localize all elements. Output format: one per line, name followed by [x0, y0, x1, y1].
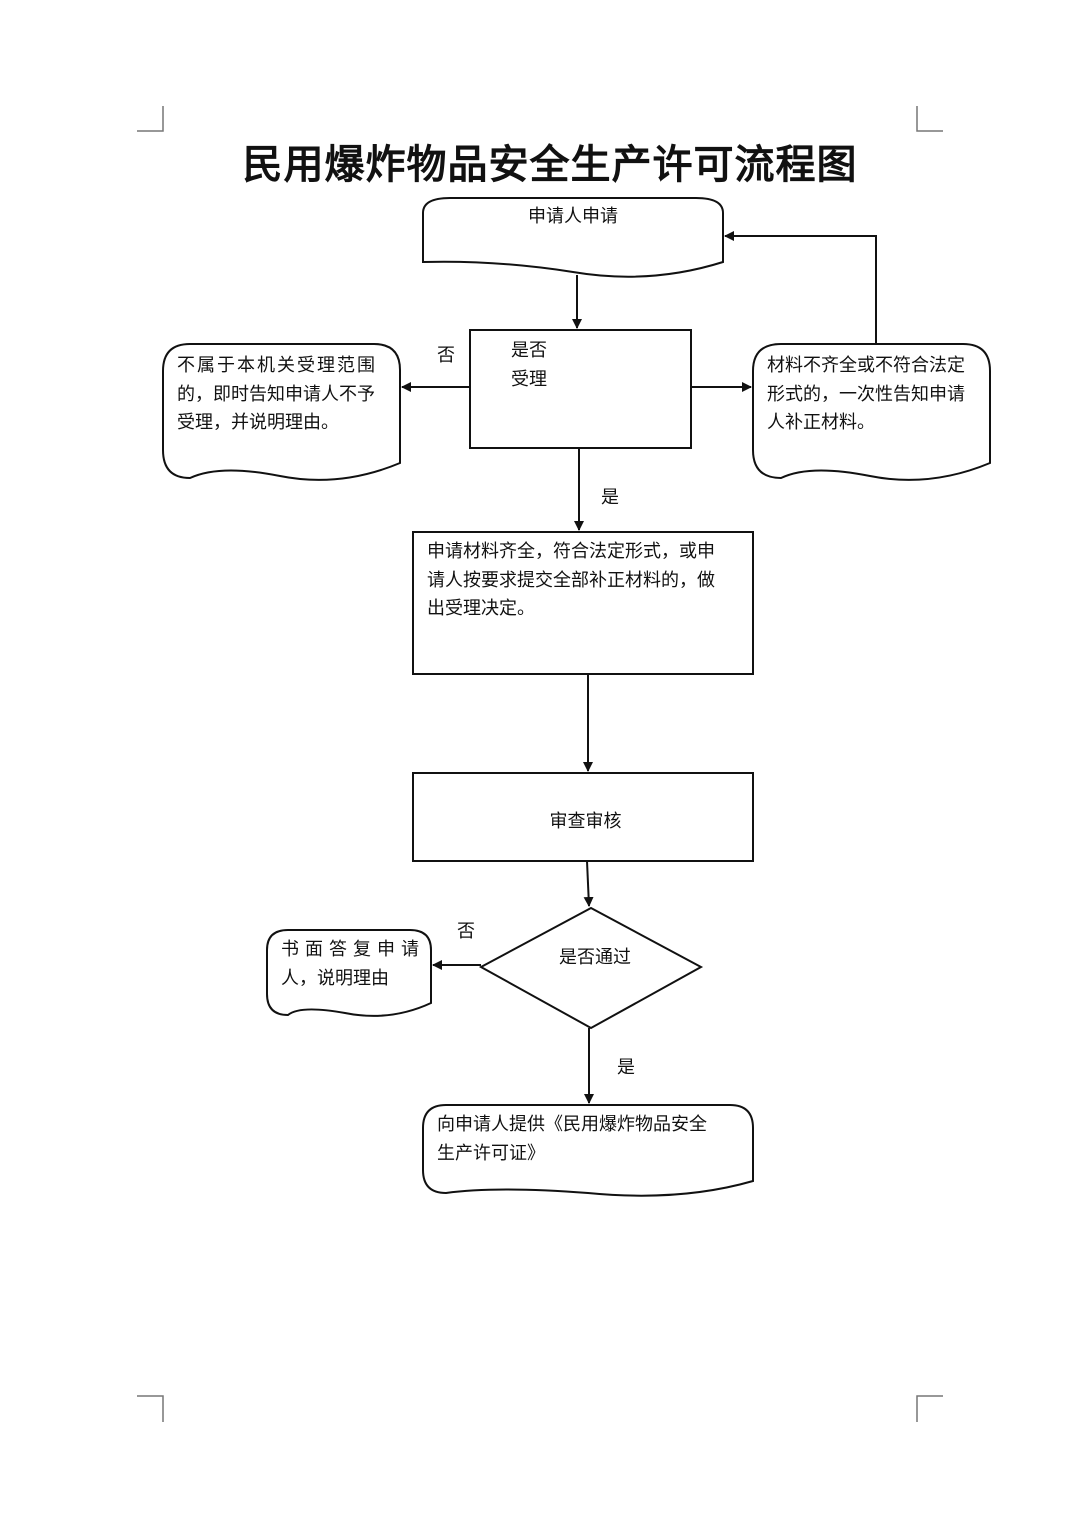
accept-decision-node-text: 申请材料齐全，符合法定形式，或申 请人按要求提交全部补正材料的，做 出受理决定。 — [427, 538, 747, 624]
edge-label-no-accept: 否 — [437, 345, 455, 366]
page-title: 民用爆炸物品安全生产许可流程图 — [242, 142, 858, 188]
not-in-scope-node-shape — [162, 343, 401, 481]
accept-check-node-shape — [469, 329, 692, 449]
incomplete-node-text: 材料不齐全或不符合法定 形式的，一次性告知申请 人补正材料。 — [767, 352, 982, 438]
review-node-shape — [412, 772, 754, 862]
crop-marks — [137, 106, 943, 1422]
edge-label-yes-pass: 是 — [617, 1057, 635, 1078]
pass-check-diamond-shape — [478, 906, 704, 1030]
edge-label-yes-accept: 是 — [601, 487, 619, 508]
pass-check-node-text: 是否通过 — [535, 944, 655, 973]
crop-mark-bottom-left — [137, 1395, 164, 1422]
written-reply-line-2: 人，说明理由 — [281, 967, 389, 989]
incomplete-line-2: 形式的，一次性告知申请 — [767, 383, 965, 405]
incomplete-line-3: 人补正材料。 — [767, 412, 875, 433]
accept-decision-line-1: 申请材料齐全，符合法定形式，或申 — [427, 541, 715, 562]
written-reply-node-shape — [266, 929, 432, 1017]
accept-decision-line-3: 出受理决定。 — [427, 598, 535, 619]
apply-node-text: 申请人申请 — [423, 203, 723, 232]
issue-license-node-shape — [422, 1104, 754, 1197]
review-node-text: 审查审核 — [413, 808, 758, 837]
accept-check-line-1: 是否 — [511, 340, 547, 361]
crop-mark-top-left — [137, 106, 164, 132]
issue-license-line-2: 生产许可证》 — [437, 1142, 545, 1164]
not-in-scope-node-text: 不属于本机关受理范围 的，即时告知申请人不予 受理，并说明理由。 — [177, 352, 387, 438]
crop-mark-top-right — [916, 106, 943, 132]
incomplete-node-shape — [752, 343, 991, 481]
issue-license-line-1: 向申请人提供《民用爆炸物品安全 — [437, 1114, 707, 1135]
written-reply-node-text: 书面答复申请 人，说明理由 — [281, 936, 426, 993]
accept-check-node-text: 是否 受理 — [511, 337, 547, 394]
apply-label: 申请人申请 — [528, 206, 618, 227]
accept-decision-line-2: 请人按要求提交全部补正材料的，做 — [427, 569, 715, 591]
edge-label-no-pass: 否 — [457, 921, 475, 942]
issue-license-node-text: 向申请人提供《民用爆炸物品安全 生产许可证》 — [437, 1111, 747, 1168]
accept-check-line-2: 受理 — [511, 368, 547, 390]
review-label: 审查审核 — [549, 811, 622, 832]
written-reply-line-1: 书面答复申请 — [281, 939, 425, 960]
apply-node-shape — [422, 197, 724, 278]
not-in-scope-line-1: 不属于本机关受理范围 — [177, 355, 377, 376]
pass-check-label: 是否通过 — [559, 947, 631, 968]
arrow-incomplete-back-to-apply — [724, 231, 877, 344]
incomplete-line-1: 材料不齐全或不符合法定 — [767, 355, 965, 376]
arrow-review-to-pass-check — [583, 860, 594, 907]
accept-decision-node-shape — [412, 531, 754, 675]
not-in-scope-line-3: 受理，并说明理由。 — [177, 412, 339, 433]
crop-mark-bottom-right — [916, 1395, 943, 1422]
not-in-scope-line-2: 的，即时告知申请人不予 — [177, 383, 375, 405]
